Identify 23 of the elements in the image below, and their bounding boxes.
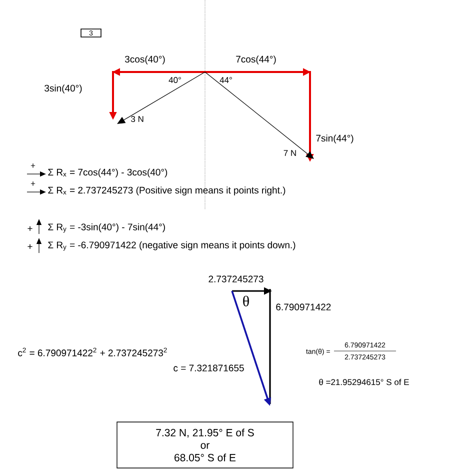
component-label: 7sin(44°) [316, 134, 354, 144]
sign-label: + [28, 244, 32, 249]
equation: Σ R$_{x}$ = 2.737245273 (Positive sign means it points right.) [48, 186, 286, 196]
sign-label: + [30, 164, 36, 168]
component-label: 3cos(40°) [124, 56, 165, 64]
force-label: 7 N [284, 150, 296, 156]
equation: Σ R$_{x}$ = 7cos(44°) - 3cos(40°) [48, 168, 168, 178]
force-label: 3 N [131, 116, 144, 122]
sign-label: + [30, 182, 36, 186]
equation: c = 7.321871655 [174, 364, 244, 372]
vector-label: 6.790971422 [276, 304, 331, 310]
angle-label: 40° [168, 77, 181, 83]
answer-box: 7.32 N, 21.95° E of S or 68.05° S of E [116, 422, 294, 468]
equation: Σ R$_{y}$ = -3sin(40°) - 7sin(44°) [48, 223, 165, 233]
equation: Σ R$_{y}$ = -6.790971422 (negative sign means it points down.) [48, 241, 296, 251]
sign-label: + [28, 226, 32, 231]
equation: θ =21.95294615° S of E [319, 378, 409, 386]
component-label: 7cos(44°) [236, 56, 276, 64]
vector-label: 2.737245273 [208, 276, 264, 282]
angle-label: 44° [220, 77, 232, 83]
angle-symbol: θ [243, 296, 249, 306]
equation: c$^{2}$ = 6.790971422$^{2}$ + 2.737245273$^{2}$ [18, 348, 167, 356]
component-label: 3sin(40°) [44, 84, 82, 94]
